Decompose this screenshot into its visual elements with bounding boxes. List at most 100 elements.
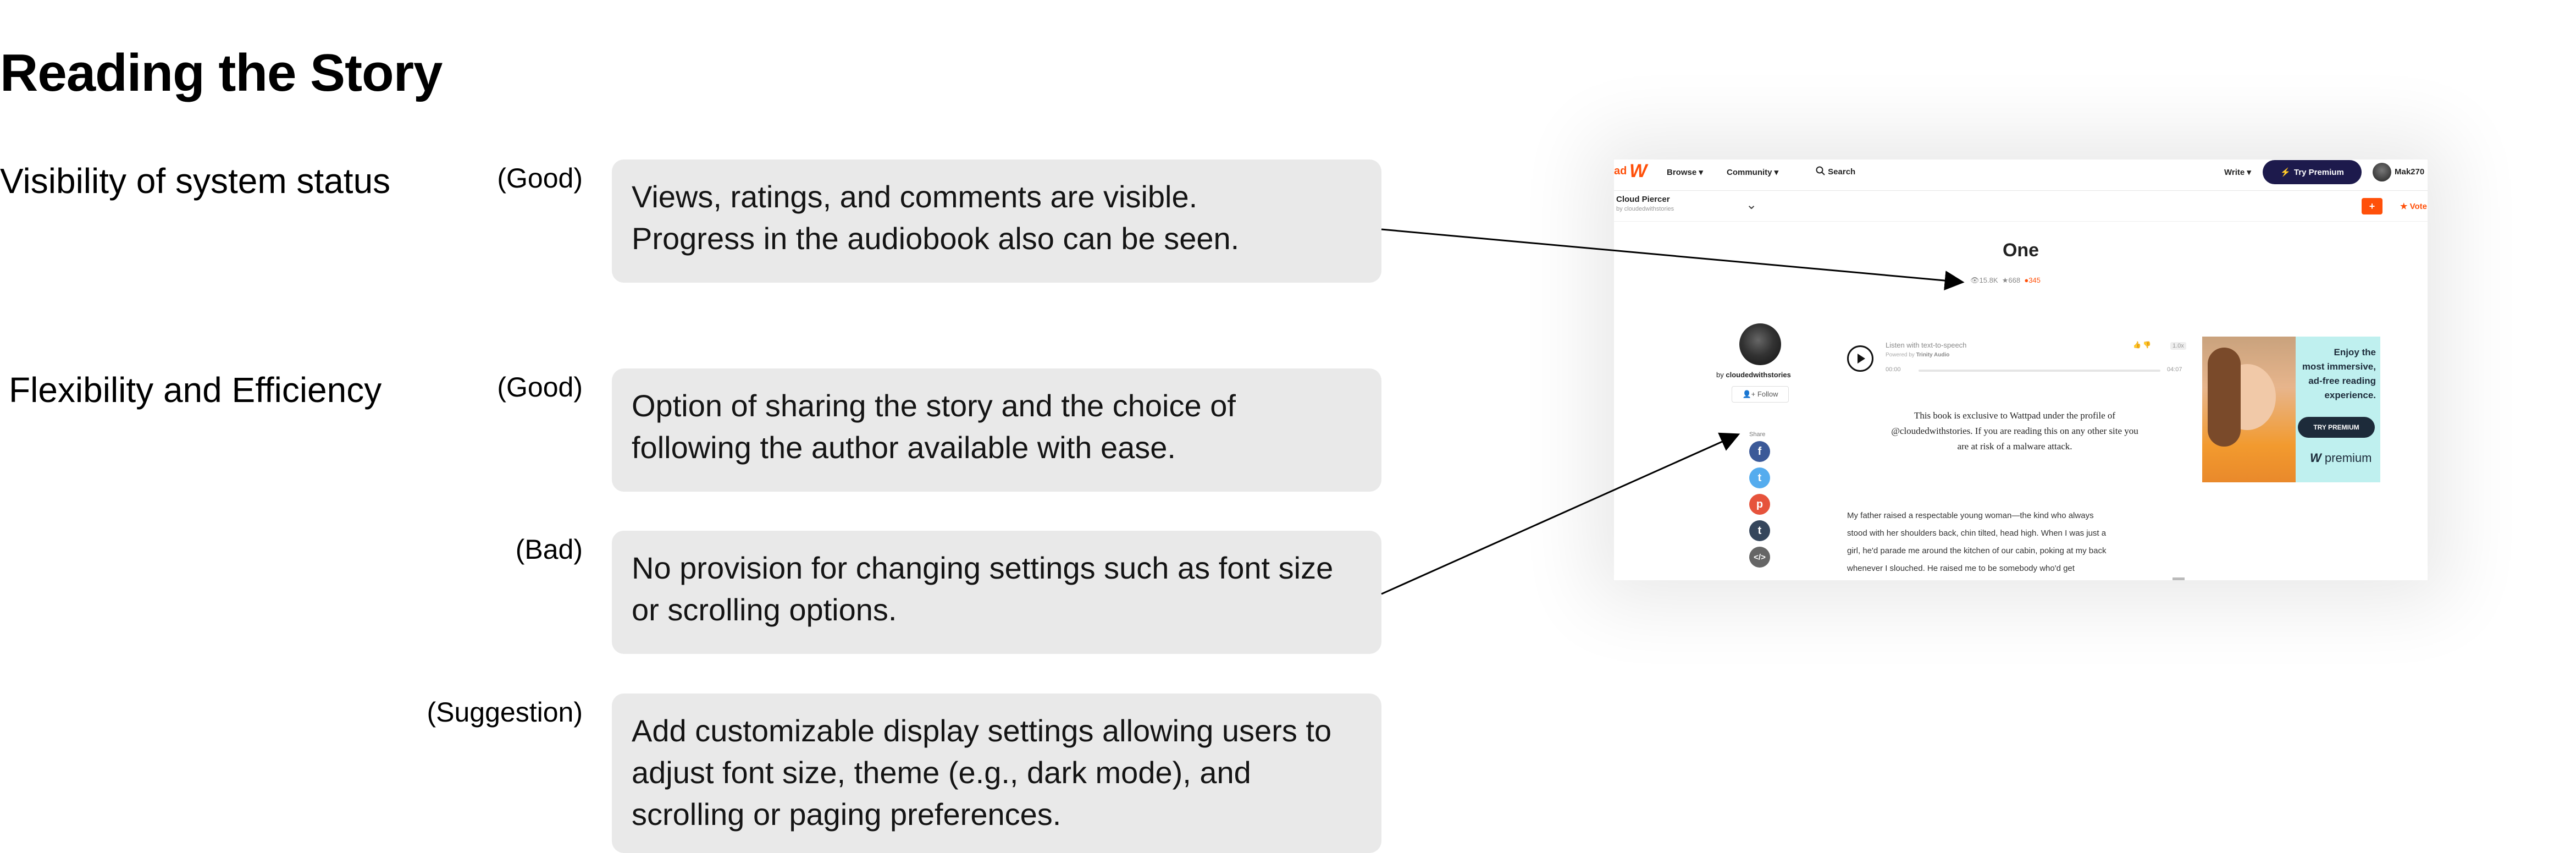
heuristic-flexibility: Flexibility and Efficiency	[9, 370, 382, 410]
try-premium-label: Try Premium	[2293, 167, 2344, 177]
play-icon	[1858, 354, 1865, 364]
audio-time-end: 04:07	[2167, 366, 2182, 373]
card-line: Add customizable display settings allowi…	[632, 713, 1332, 748]
card-line: scrolling or paging preferences.	[632, 797, 1062, 832]
comments-count: 345	[2028, 276, 2041, 284]
try-premium-button[interactable]: ⚡ Try Premium	[2263, 160, 2362, 184]
page-title: Reading the Story	[0, 43, 443, 102]
notice-line: are at risk of a malware attack.	[1957, 441, 2072, 452]
ad-try-premium-button[interactable]: TRY PREMIUM	[2298, 417, 2375, 438]
ad-line: most immersive,	[2302, 361, 2376, 372]
twitter-icon[interactable]: t	[1749, 467, 1770, 488]
audio-progress-bar[interactable]	[1919, 370, 2160, 372]
rating-visibility: (Good)	[497, 163, 583, 194]
follow-button[interactable]: 👤+ Follow	[1732, 386, 1789, 403]
nav-search[interactable]: Search	[1816, 166, 1855, 177]
audio-time-start: 00:00	[1886, 366, 1901, 373]
ad-line: experience.	[2324, 390, 2376, 400]
chevron-down-icon[interactable]: ⌄	[1746, 197, 1757, 212]
card-line: following the author available with ease…	[632, 430, 1176, 465]
star-icon: ★	[2400, 202, 2408, 211]
premium-ad[interactable]: Enjoy the most immersive, ad-free readin…	[2202, 337, 2380, 482]
play-button[interactable]	[1847, 345, 1873, 372]
add-user-icon: 👤+	[1742, 390, 1756, 398]
chevron-down-icon: ▾	[1699, 168, 1703, 177]
tumblr-icon[interactable]: t	[1749, 520, 1770, 541]
rating-flexibility-good: (Good)	[497, 372, 583, 403]
author-name: cloudedwithstories	[1726, 371, 1791, 379]
comment-icon: ●	[2024, 276, 2029, 284]
ad-headline: Enjoy the most immersive, ad-free readin…	[2300, 345, 2376, 403]
notice-line: This book is exclusive to Wattpad under …	[1914, 410, 2116, 421]
card-suggestion: Add customizable display settings allowi…	[612, 694, 1381, 853]
ad-line: ad-free reading	[2308, 376, 2376, 386]
vote-button[interactable]: ★ Vote	[2400, 201, 2427, 211]
thumbs-icon[interactable]: 👍 👎	[2133, 341, 2152, 349]
nav-browse[interactable]: Browse ▾	[1667, 167, 1703, 177]
search-icon	[1816, 166, 1825, 175]
body-line: girl, he'd parade me around the kitchen …	[1847, 546, 2107, 555]
nav-browse-label: Browse	[1667, 168, 1697, 177]
author-by-label: by	[1716, 371, 1724, 379]
eye-icon: 👁	[1970, 276, 1980, 284]
story-body: My father raised a respectable young wom…	[1847, 507, 2106, 577]
exclusive-notice: This book is exclusive to Wattpad under …	[1847, 408, 2182, 454]
card-visibility: Views, ratings, and comments are visible…	[612, 159, 1381, 283]
card-line: adjust font size, theme (e.g., dark mode…	[632, 755, 1251, 790]
nav-write-label: Write	[2224, 168, 2245, 177]
rating-suggestion: (Suggestion)	[427, 697, 583, 728]
rating-flexibility-bad: (Bad)	[515, 534, 583, 565]
share-label: Share	[1749, 431, 1766, 438]
avatar[interactable]	[2373, 163, 2391, 181]
nav-community[interactable]: Community ▾	[1727, 167, 1778, 177]
card-line: No provision for changing settings such …	[632, 551, 1334, 585]
follow-label: Follow	[1757, 390, 1778, 398]
audio-label: Listen with text-to-speech	[1886, 341, 1967, 349]
notice-line: @cloudedwithstories. If you are reading …	[1891, 426, 2138, 436]
ad-brand-label: premium	[2324, 451, 2372, 465]
vote-label: Vote	[2409, 202, 2428, 211]
heuristic-visibility: Visibility of system status	[0, 161, 391, 201]
logo-prefix: ad	[1614, 165, 1627, 177]
ad-line: Enjoy the	[2334, 347, 2376, 357]
author-avatar[interactable]	[1739, 323, 1781, 365]
nav-divider	[1614, 190, 2428, 191]
story-title[interactable]: Cloud Piercer	[1616, 195, 1670, 204]
card-line: Option of sharing the story and the choi…	[632, 388, 1236, 423]
ad-photo	[2202, 337, 2296, 482]
nav-search-label: Search	[1828, 167, 1856, 177]
header-divider	[1614, 221, 2428, 222]
nav-community-label: Community	[1727, 168, 1772, 177]
chevron-down-icon: ▾	[2247, 168, 2251, 177]
embed-icon[interactable]: </>	[1749, 547, 1770, 568]
author-byline[interactable]: by cloudedwithstories	[1716, 371, 1791, 379]
card-line: Views, ratings, and comments are visible…	[632, 179, 1198, 214]
card-flexibility-bad: No provision for changing settings such …	[612, 531, 1381, 654]
nav-username[interactable]: Mak270	[2395, 167, 2425, 177]
bolt-icon: ⚡	[2280, 168, 2291, 177]
votes-count: 668	[2008, 276, 2021, 284]
views-count: 15.8K	[1979, 276, 1998, 284]
chevron-down-icon: ▾	[1774, 168, 1779, 177]
chapter-title: One	[2002, 240, 2039, 261]
card-line: or scrolling options.	[632, 592, 897, 627]
audio-powered: Powered by Trinity Audio	[1886, 352, 1949, 358]
comment-marker-icon[interactable]	[2173, 577, 2185, 580]
card-flexibility-good: Option of sharing the story and the choi…	[612, 368, 1381, 492]
wattpad-logo-icon[interactable]: W	[1629, 161, 1648, 181]
body-line: stood with her shoulders back, chin tilt…	[1847, 529, 2107, 538]
chapter-stats: 👁15.8K ★668 ●345	[1970, 276, 2041, 285]
body-line: My father raised a respectable young wom…	[1847, 511, 2094, 520]
wattpad-logo-icon: W	[2310, 451, 2321, 465]
speed-button[interactable]: 1.0x	[2170, 342, 2186, 350]
powered-by-label: Powered by	[1886, 352, 1915, 358]
pinterest-icon[interactable]: p	[1749, 494, 1770, 515]
card-line: Progress in the audiobook also can be se…	[632, 221, 1240, 256]
story-author-line: by cloudedwithstories	[1616, 206, 1674, 212]
facebook-icon[interactable]: f	[1749, 441, 1770, 462]
ad-brand: W premium	[2310, 451, 2372, 465]
ad-hair	[2208, 348, 2241, 447]
star-icon: ★	[2002, 276, 2009, 284]
add-to-library-button[interactable]: +	[2362, 198, 2382, 214]
nav-write[interactable]: Write ▾	[2224, 167, 2251, 177]
